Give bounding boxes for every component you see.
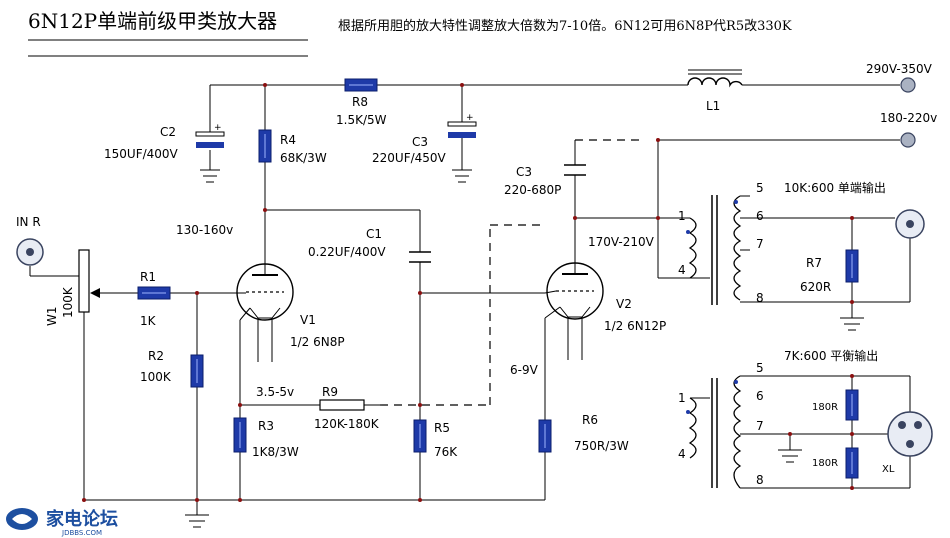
v1-name: V1 <box>300 313 316 327</box>
resistor-r4 <box>258 129 272 163</box>
se-pin-8: 8 <box>756 291 764 305</box>
bal-pin-5: 5 <box>756 361 764 375</box>
resistor-r1 <box>137 286 171 300</box>
v2-plate-voltage: 170V-210V <box>588 235 655 249</box>
bal-res-bottom-value: 180R <box>812 458 838 469</box>
hv-label: 290V-350V <box>866 62 933 76</box>
logo-text: 家电论坛 <box>46 508 118 530</box>
logo-sub: JDBBS.COM <box>61 529 102 537</box>
resistor-r7 <box>845 249 859 283</box>
c2-value: 150UF/400V <box>104 147 179 161</box>
l1-label: L1 <box>706 99 720 113</box>
r7-name: R7 <box>806 256 822 270</box>
capacitor-c3-electrolytic: + <box>447 113 477 150</box>
se-pin-6: 6 <box>756 209 764 223</box>
se-pin-4: 4 <box>678 263 686 277</box>
v1-type: 1/2 6N8P <box>290 335 345 349</box>
r4-value: 68K/3W <box>280 151 327 165</box>
r2-value: 100K <box>140 370 172 384</box>
v1-cathode-voltage: 3.5-5v <box>256 385 294 399</box>
bal-pin-4: 4 <box>678 447 686 461</box>
r3-name: R3 <box>258 419 274 433</box>
resistor-180r-bottom <box>845 447 859 479</box>
bal-pin-8: 8 <box>756 473 764 487</box>
resistor-r3 <box>233 417 247 453</box>
single-ended-output-jack <box>895 209 925 239</box>
transformer-single-ended <box>686 195 750 305</box>
tube-v1 <box>236 250 294 362</box>
r1-name: R1 <box>140 270 156 284</box>
se-pin-1: 1 <box>678 209 686 223</box>
r3-value: 1K8/3W <box>252 445 299 459</box>
r5-name: R5 <box>434 421 450 435</box>
resistor-180r-top <box>845 389 859 421</box>
v1-plate-voltage: 130-160v <box>176 223 233 237</box>
r9-name: R9 <box>322 385 338 399</box>
resistor-r2 <box>190 354 204 388</box>
c3b-value: 220-680P <box>504 183 561 197</box>
r6-name: R6 <box>582 413 598 427</box>
c2-name: C2 <box>160 125 176 139</box>
c3b-name: C3 <box>516 165 532 179</box>
single-ended-output-label: 10K:600 单端输出 <box>784 180 886 195</box>
se-pin-5: 5 <box>756 181 764 195</box>
feedback-dashed <box>380 139 640 406</box>
c1-value: 0.22UF/400V <box>308 245 386 259</box>
resistor-r6 <box>538 419 552 453</box>
site-logo: 家电论坛 JDBBS.COM <box>6 508 118 537</box>
hv2-label: 180-220v <box>880 111 937 125</box>
resistor-r9 <box>319 399 365 411</box>
v2-cathode-voltage: 6-9V <box>510 363 539 377</box>
resistor-r8 <box>344 78 378 92</box>
wiring <box>29 84 911 515</box>
balanced-output-label: 7K:600 平衡输出 <box>784 348 878 363</box>
svg-text:+: + <box>466 113 474 123</box>
r5-value: 76K <box>434 445 458 459</box>
r2-name: R2 <box>148 349 164 363</box>
capacitor-c2: + <box>195 118 225 148</box>
tube-v2 <box>544 250 604 360</box>
c3a-name: C3 <box>412 135 428 149</box>
r8-value: 1.5K/5W <box>336 113 387 127</box>
input-jack <box>16 238 44 266</box>
input-label: IN R <box>16 215 41 229</box>
r4-name: R4 <box>280 133 296 147</box>
xlr-label: XL <box>882 464 895 475</box>
xlr-connector <box>887 411 933 457</box>
resistor-r5 <box>413 419 427 453</box>
capacitor-c1 <box>409 251 431 263</box>
r8-name: R8 <box>352 95 368 109</box>
v2-type: 1/2 6N12P <box>604 319 666 333</box>
junction-nodes <box>82 83 854 502</box>
potentiometer-w1[interactable] <box>78 249 100 313</box>
se-pin-7: 7 <box>756 237 764 251</box>
design-note: 根据所用胆的放大特性调整放大倍数为7-10倍。6N12可用6N8P代R5改330… <box>338 18 792 34</box>
pot-value: 100K <box>61 286 75 318</box>
v2-name: V2 <box>616 297 632 311</box>
hv2-terminal <box>900 132 916 148</box>
page-title: 6N12P单端前级甲类放大器 <box>28 9 277 33</box>
pot-name: W1 <box>45 307 59 327</box>
r6-value: 750R/3W <box>574 439 629 453</box>
transformer-balanced <box>686 375 742 489</box>
r7-value: 620R <box>800 280 831 294</box>
c1-name: C1 <box>366 227 382 241</box>
c3a-value: 220UF/450V <box>372 151 447 165</box>
r9-value: 120K-180K <box>314 417 380 431</box>
bal-pin-6: 6 <box>756 389 764 403</box>
hv-terminal <box>900 77 916 93</box>
bal-pin-1: 1 <box>678 391 686 405</box>
inductor-l1 <box>680 69 743 88</box>
ground-symbols <box>185 169 864 528</box>
capacitor-c3-feedback <box>564 164 586 195</box>
bal-pin-7: 7 <box>756 419 764 433</box>
r1-value: 1K <box>140 314 157 328</box>
svg-text:+: + <box>214 123 222 133</box>
bal-res-top-value: 180R <box>812 402 838 413</box>
